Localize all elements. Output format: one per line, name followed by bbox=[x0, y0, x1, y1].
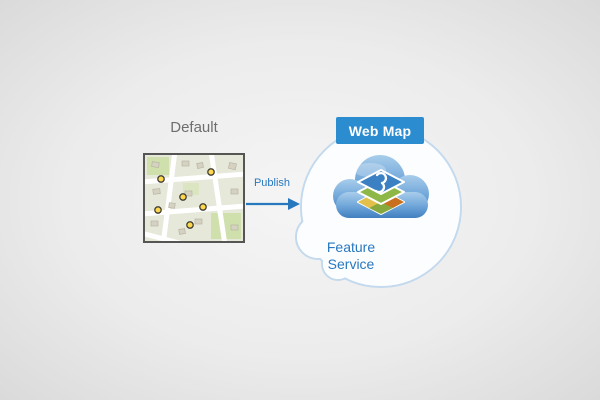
street-map-icon bbox=[145, 155, 243, 241]
yellow-point-markers bbox=[154, 168, 215, 229]
default-map-label: Default bbox=[170, 119, 218, 136]
arrow-right-icon bbox=[246, 198, 300, 210]
feature-service-line1: Feature bbox=[326, 239, 376, 255]
map-thumbnail bbox=[143, 153, 245, 243]
cloud-icon bbox=[333, 155, 429, 218]
web-map-badge-label: Web Map bbox=[348, 122, 412, 139]
layer-stack-icon bbox=[357, 169, 405, 215]
feature-service-line2: Service bbox=[327, 256, 375, 272]
web-map-badge: Web Map bbox=[336, 117, 424, 144]
feature-service-label: Feature Service bbox=[296, 239, 406, 273]
publish-label: Publish bbox=[253, 177, 291, 189]
